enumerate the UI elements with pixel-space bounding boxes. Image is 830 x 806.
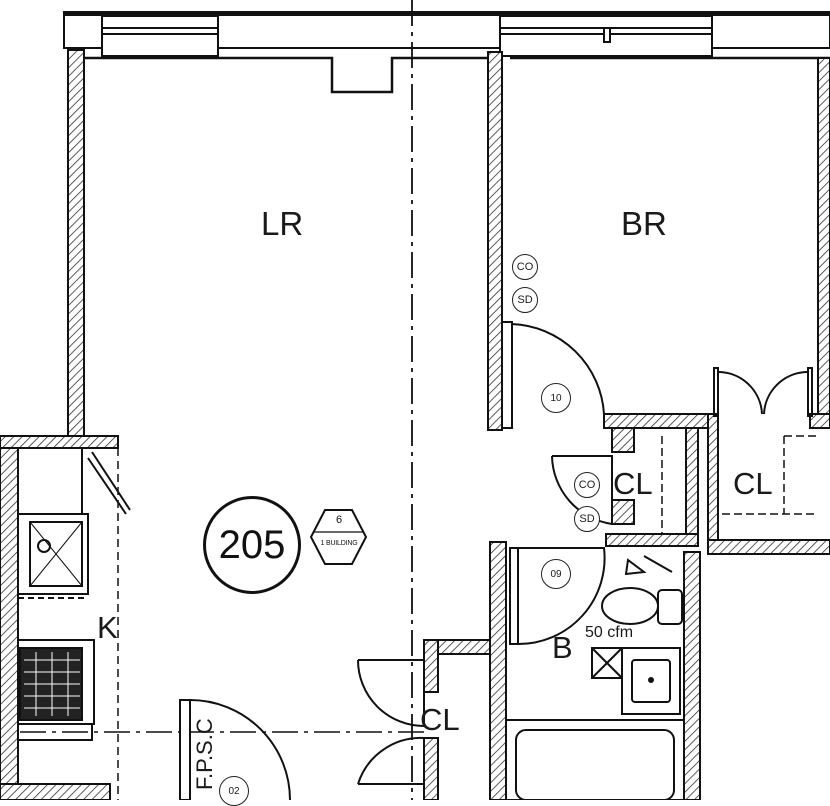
room-label-k: K: [97, 610, 118, 645]
room-label-br: BR: [621, 205, 667, 242]
bathroom-walls: [489, 541, 701, 800]
door-tag-02: 02: [219, 776, 249, 806]
building-hex-icon: [309, 509, 368, 565]
co-detector-icon-hall: CO: [574, 472, 600, 498]
entry-door: [179, 699, 291, 800]
kitchen-top-wall: [0, 435, 119, 449]
bath-fixtures: [505, 555, 685, 800]
bottom-wall: [0, 783, 111, 800]
co-detector-icon: CO: [512, 254, 538, 280]
bath-door: [509, 547, 606, 646]
hall-closet-shelf: [661, 435, 818, 534]
br-closet-doors: [713, 367, 813, 417]
unit-number-badge: 205: [203, 496, 301, 594]
hall-closet-walls: [605, 427, 699, 547]
room-label-cl-entry: CL: [420, 702, 460, 737]
top-exterior-wall: [63, 11, 830, 94]
room-label-b: B: [552, 630, 573, 665]
room-label-cl-hall: CL: [613, 466, 653, 501]
entry-closet-walls: [423, 639, 491, 800]
lr-br-wall: [487, 51, 503, 431]
bath-fan-label: 50 cfm: [585, 624, 634, 641]
entry-closet-doors: [357, 659, 425, 785]
hall-closet-door: [551, 455, 613, 526]
shaft-label: F.P.S.C: [192, 718, 217, 790]
kitchen-counter: [17, 447, 131, 800]
room-label-lr: LR: [261, 205, 304, 242]
smoke-detector-icon: SD: [512, 287, 538, 313]
left-wall: [67, 49, 85, 439]
building-hex-number: 6: [335, 514, 343, 526]
br-right-wall: [817, 57, 830, 415]
door-tag-09: 09: [541, 559, 571, 589]
smoke-detector-icon-hall: SD: [574, 506, 600, 532]
room-label-cl-br: CL: [733, 466, 773, 501]
building-hex-text: 1 BUILDING: [320, 540, 358, 547]
br-bottom-wall: [603, 413, 830, 555]
door-tag-10: 10: [541, 383, 571, 413]
kitchen-left-wall: [0, 435, 19, 800]
br-door: [501, 321, 605, 429]
